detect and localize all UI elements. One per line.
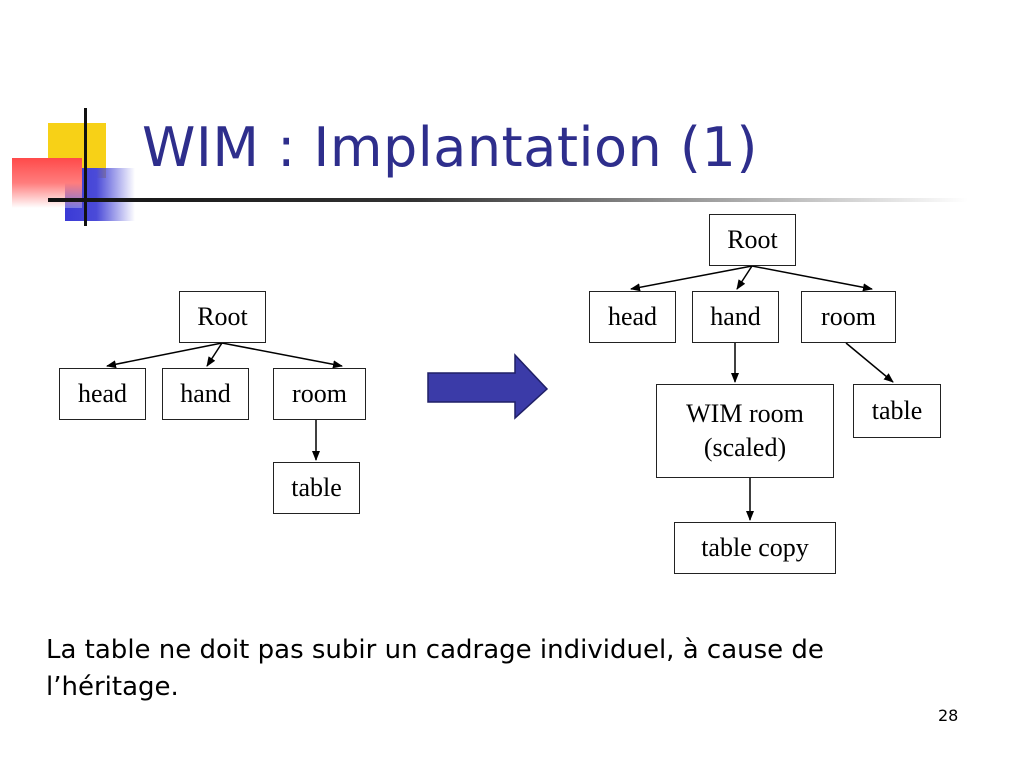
- node-label: hand: [180, 379, 231, 409]
- node-label: Root: [197, 302, 248, 332]
- transform-arrow: [427, 353, 549, 420]
- node-label: head: [607, 302, 658, 332]
- node-table-before: table: [273, 462, 360, 514]
- node-label: table copy: [701, 533, 809, 563]
- node-room-before: room: [273, 368, 366, 420]
- edge-root-head-before: [106, 342, 223, 369]
- wim-room-label-line1: WIM room: [686, 399, 804, 429]
- node-label: room: [292, 379, 347, 409]
- edge-root-hand-after: [736, 265, 753, 290]
- node-label: hand: [710, 302, 761, 332]
- node-hand-after: hand: [692, 291, 779, 343]
- slide-title: WIM : Implantation (1): [142, 116, 758, 179]
- edge-room-table-after: [845, 342, 894, 383]
- node-room-after: room: [801, 291, 896, 343]
- node-label: room: [821, 302, 876, 332]
- node-label: Root: [727, 225, 778, 255]
- node-head-after: head: [589, 291, 676, 343]
- node-head-before: head: [59, 368, 146, 420]
- edge-root-head-after: [630, 265, 753, 292]
- edge-root-hand-before: [206, 342, 223, 367]
- wim-room-label-line2: (scaled): [703, 433, 787, 462]
- title-underline: [48, 198, 968, 202]
- node-table-after: table: [853, 384, 941, 438]
- node-hand-before: hand: [162, 368, 249, 420]
- edge-root-room-before: [221, 342, 343, 369]
- slide-caption: La table ne doit pas subir un cadrage in…: [46, 635, 824, 702]
- node-label: table: [871, 396, 923, 426]
- node-root-before: Root: [179, 291, 266, 343]
- node-table-copy-after: table copy: [674, 522, 836, 574]
- page-number: 28: [938, 706, 959, 725]
- edge-root-room-after: [751, 265, 873, 292]
- logo-vertical-line: [84, 108, 87, 226]
- wim-room-label: WIM room (scaled): [686, 397, 804, 465]
- node-label: table: [291, 473, 342, 503]
- node-wim-room-after: WIM room (scaled): [656, 384, 834, 478]
- node-label: head: [77, 379, 128, 409]
- node-root-after: Root: [709, 214, 796, 266]
